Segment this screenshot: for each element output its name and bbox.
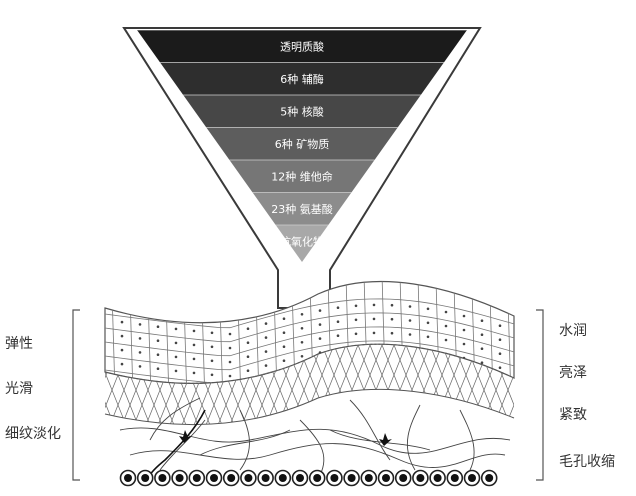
left-label-elasticity: 弹性: [5, 336, 33, 352]
pore-bulb: [394, 469, 412, 487]
pore-bulb: [326, 469, 343, 487]
funnel-layer-label: 6种 辅酶: [280, 72, 324, 86]
funnel-layer-label: 23种 氨基酸: [271, 202, 333, 216]
funnel-layer: [137, 30, 467, 63]
pore-bulb: [463, 469, 481, 487]
funnel-layer-label: 5种 核酸: [280, 104, 324, 118]
pore-bulb: [119, 469, 137, 487]
pore-bulb: [171, 469, 188, 487]
right-label-hydration: 水润: [559, 323, 587, 339]
pore-bulb: [291, 469, 309, 487]
funnel-layer-label: 透明质酸: [280, 39, 324, 53]
pore-bulb: [429, 469, 446, 487]
pore-bulb: [188, 469, 206, 487]
pore-bulb: [360, 469, 378, 487]
nerve-ending-right: [379, 433, 392, 446]
dermis-boundary: [104, 388, 515, 426]
funnel-layer: [137, 62, 467, 95]
pore-bulb: [136, 469, 154, 487]
funnel-layer-label: 抗氧化物: [280, 234, 324, 248]
funnel-layer-label: 12种 维他命: [271, 169, 333, 183]
left-bracket: [72, 309, 80, 481]
pore-bulb: [412, 469, 429, 487]
pore-bulb: [205, 469, 223, 487]
pore-bulb: [308, 469, 326, 487]
nerve-ending-left: [179, 430, 192, 443]
left-label-smoothness: 光滑: [5, 381, 33, 397]
pore-bulb: [480, 469, 498, 487]
right-label-pore-minimizing: 毛孔收缩: [559, 454, 615, 470]
pore-bulb: [274, 469, 292, 487]
pore-bulb: [343, 469, 360, 487]
pore-bulb: [222, 469, 240, 487]
left-label-wrinkle-reduction: 细纹淡化: [5, 426, 61, 442]
right-label-radiance: 亮泽: [559, 365, 587, 381]
pore-bulb: [446, 469, 464, 487]
pore-bulb: [377, 469, 395, 487]
funnel: [122, 27, 482, 309]
skin-cross-section: [104, 280, 515, 487]
right-bracket: [536, 309, 544, 481]
pore-bulb: [257, 469, 274, 487]
pore-bulb: [154, 469, 171, 487]
right-label-firmness: 紧致: [559, 407, 587, 423]
fiber-network: [119, 397, 511, 476]
pore-bulb: [240, 469, 257, 487]
funnel-layer-label: 6种 矿物质: [275, 137, 330, 151]
